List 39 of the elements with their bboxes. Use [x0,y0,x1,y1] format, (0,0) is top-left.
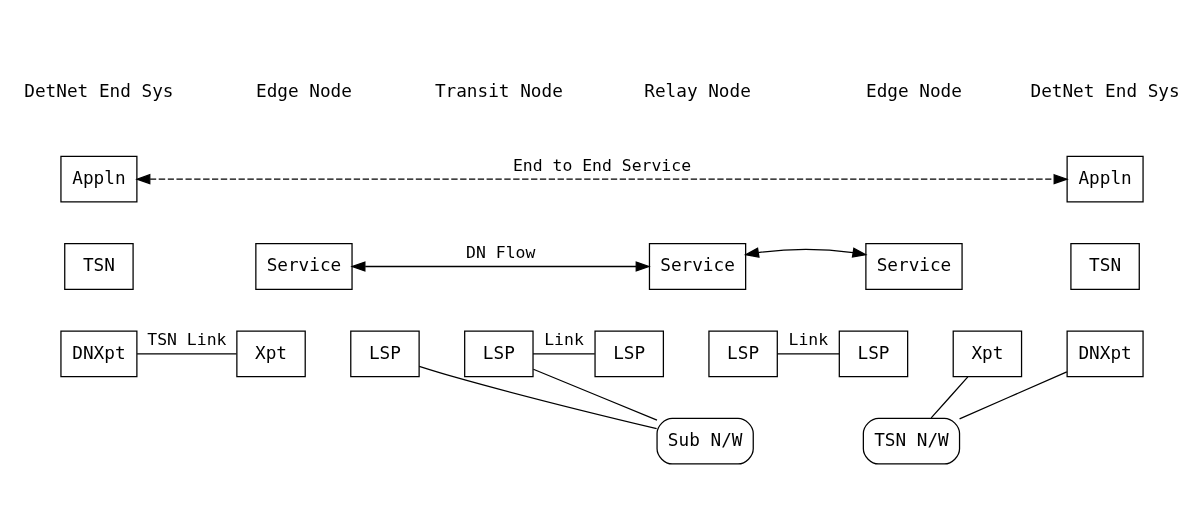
label: Edge Node [255,80,352,101]
node-box: Appln [60,155,138,203]
node-box: LSP [350,329,420,377]
node-box: Service [648,242,747,290]
node-box: LSP [594,329,664,377]
node-box: Xpt [236,329,306,377]
arrow [135,173,1069,184]
connector [136,352,238,354]
edge-label: TSN Link [147,329,227,349]
connector [418,365,658,429]
node-box: TSN [64,242,134,290]
node-box: Xpt [952,329,1023,377]
edge-label: Link [544,329,584,349]
connector [930,375,969,418]
node-box: Appln [1066,155,1144,203]
node-box: LSP [838,329,909,377]
node-box: DNXpt [1066,329,1144,377]
node-box: Service [255,242,353,290]
node-box: DNXpt [60,329,138,377]
connector [532,352,596,354]
edge-label: End to End Service [512,155,692,175]
label: Edge Node [866,80,962,101]
label: Relay Node [644,80,751,101]
node-box: TSN [1070,242,1140,290]
label: Transit Node [434,80,563,101]
label: DetNet End Sys [24,80,174,101]
arrow [743,246,868,258]
node-box: TSN N/W [862,417,961,465]
connector [532,368,658,421]
arrow [350,260,651,272]
node-box: Service [865,242,963,290]
edge-label: Link [788,329,829,349]
node-box: LSP [708,329,778,377]
connector [958,370,1068,419]
node-box: Sub N/W [656,417,754,465]
label: DetNet End Sys [1030,80,1180,101]
connector [776,352,840,354]
edge-label: DN Flow [466,242,536,262]
node-box: LSP [464,329,534,377]
